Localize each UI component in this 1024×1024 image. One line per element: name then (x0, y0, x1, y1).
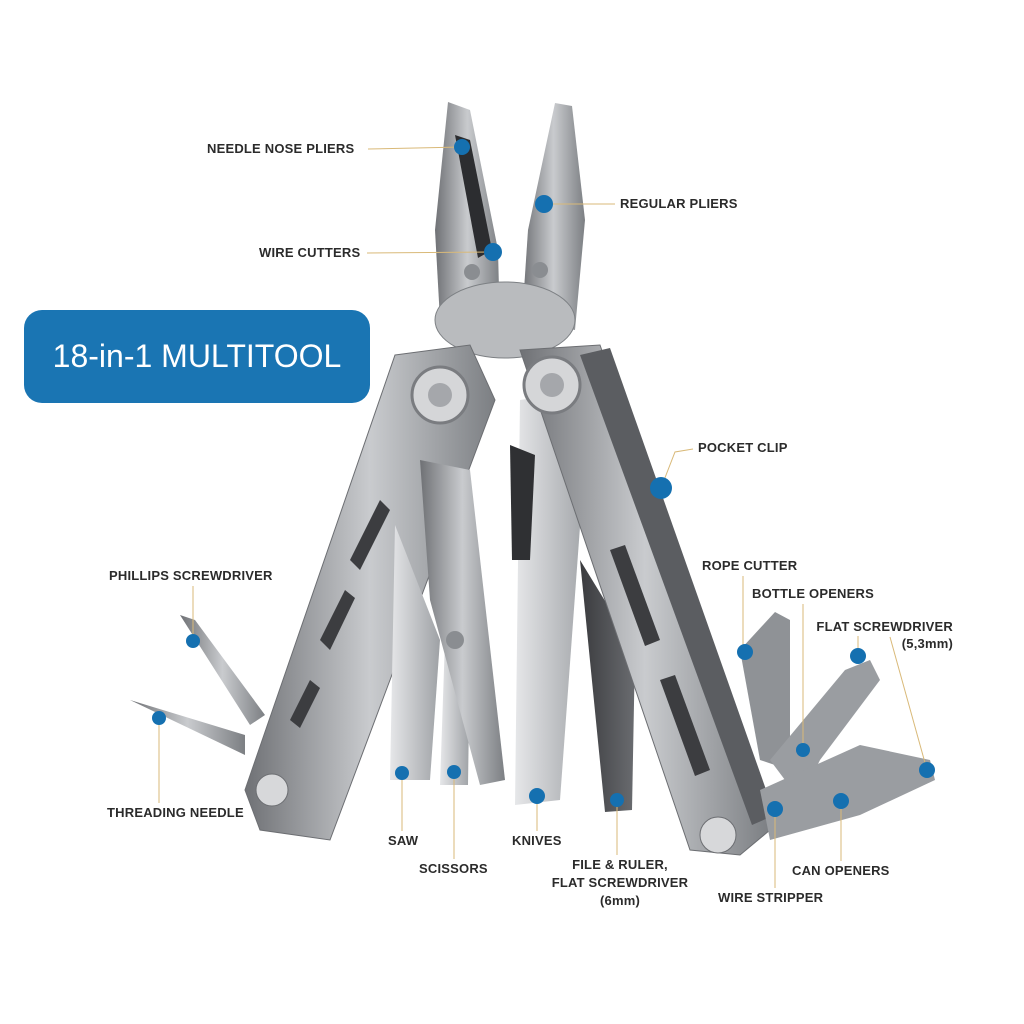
bottle-opener-tool (770, 660, 880, 800)
threading-needle-tool (130, 700, 245, 755)
file-ruler (580, 560, 635, 812)
dot-wire-stripper (767, 801, 783, 817)
dot-scissors (447, 765, 461, 779)
label-rope-cutter: ROPE CUTTER (702, 558, 798, 573)
label-file-ruler-line3: (6mm) (599, 893, 640, 908)
dot-threading-needle (152, 711, 166, 725)
label-file-ruler-line2: FLAT SCREWDRIVER (551, 875, 689, 890)
label-can-openers: CAN OPENERS (792, 863, 890, 878)
dot-rope-cutter (737, 644, 753, 660)
label-threading-needle: THREADING NEEDLE (107, 805, 244, 820)
label-flat-screwdriver-line2: (5,3mm) (901, 636, 953, 651)
label-file-ruler-line1: FILE & RULER, (572, 857, 668, 872)
dot-saw (395, 766, 409, 780)
label-phillips-screwdriver: PHILLIPS SCREWDRIVER (109, 568, 273, 583)
label-saw: SAW (388, 833, 419, 848)
product-title-badge: 18-in-1 MULTITOOL (24, 310, 370, 403)
dot-wire-cutters (484, 243, 502, 261)
dot-file-ruler (610, 793, 624, 807)
label-pocket-clip: POCKET CLIP (698, 440, 788, 455)
dot-needle-nose-pliers (454, 139, 470, 155)
label-flat-screwdriver: FLAT SCREWDRIVER (5,3mm) (800, 618, 953, 652)
label-bottle-openers: BOTTLE OPENERS (752, 586, 874, 601)
phillips-screwdriver-tool (180, 615, 265, 725)
label-file-ruler: FILE & RULER, FLAT SCREWDRIVER (6mm) (540, 856, 700, 910)
dot-regular-pliers (535, 195, 553, 213)
label-wire-stripper: WIRE STRIPPER (718, 890, 824, 905)
label-knives: KNIVES (512, 833, 562, 848)
label-wire-cutters: WIRE CUTTERS (259, 245, 361, 260)
dot-phillips-screwdriver (186, 634, 200, 648)
callout-dots (152, 139, 935, 817)
label-flat-screwdriver-line1: FLAT SCREWDRIVER (816, 619, 953, 634)
dot-flat-screwdriver-tip (919, 762, 935, 778)
dot-pocket-clip (650, 477, 672, 499)
saw-blade (390, 525, 440, 780)
label-needle-nose-pliers: NEEDLE NOSE PLIERS (207, 141, 355, 156)
label-regular-pliers: REGULAR PLIERS (620, 196, 738, 211)
dot-knives (529, 788, 545, 804)
right-handle (519, 344, 775, 856)
dot-flat-screwdriver (850, 648, 866, 664)
label-scissors: SCISSORS (419, 861, 488, 876)
can-opener-tool (760, 745, 935, 840)
leader-lines (158, 146, 928, 888)
dot-can-openers (833, 793, 849, 809)
dot-bottle-openers (796, 743, 810, 757)
pliers-jaws (434, 102, 585, 359)
